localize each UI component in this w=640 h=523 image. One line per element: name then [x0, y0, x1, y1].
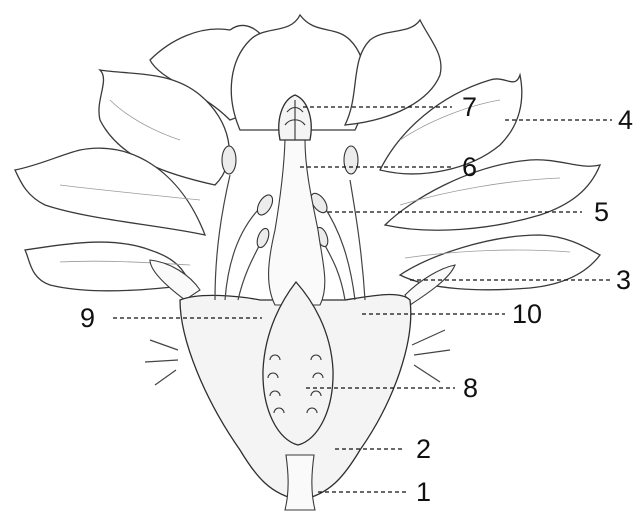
label-6: 6	[462, 152, 477, 182]
label-7: 7	[462, 92, 477, 122]
label-3: 3	[616, 265, 631, 295]
label-5: 5	[594, 197, 609, 227]
label-9: 9	[80, 303, 95, 333]
label-8: 8	[463, 373, 478, 403]
label-1: 1	[416, 477, 431, 507]
petal-back-right	[345, 20, 441, 125]
label-10: 10	[512, 299, 542, 329]
style	[269, 140, 325, 305]
label-2: 2	[416, 434, 431, 464]
pedicel	[285, 455, 315, 510]
label-4: 4	[618, 105, 633, 135]
anther	[222, 146, 236, 174]
